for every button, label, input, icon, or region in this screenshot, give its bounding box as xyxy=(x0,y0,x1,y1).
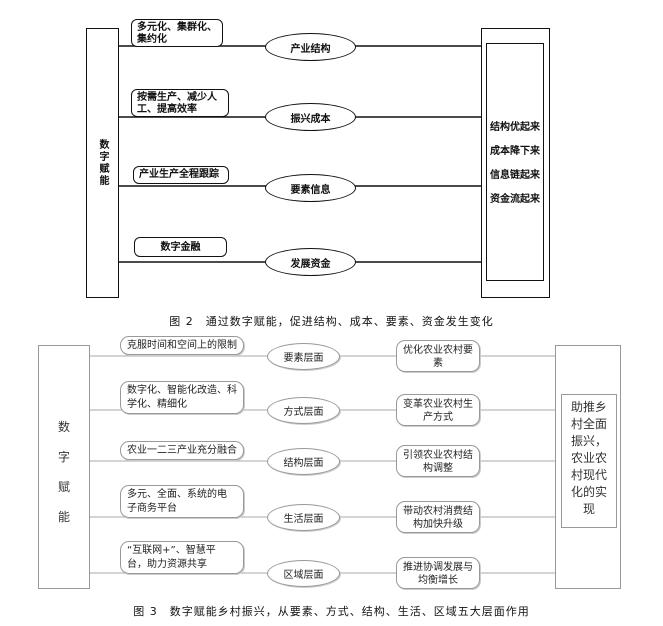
fig3-box-1: 克服时间和空间上的限制 xyxy=(120,336,244,355)
fig2-box-2: 按需生产、减少人 工、提高效率 xyxy=(131,89,229,117)
fig3-result-1: 优化农业农村要 素 xyxy=(396,340,480,372)
fig3-result-5: 推进协调发展与 均衡增长 xyxy=(396,557,480,589)
fig2-left-label: 数字赋能 xyxy=(97,139,108,187)
fig3-right-inner: 助推乡 村全面 振兴， 农业农 村现代 化的实 现 xyxy=(561,394,617,528)
fig2-right-item-2: 成本降下来 xyxy=(490,146,540,157)
fig2-left-bar: 数字赋能 xyxy=(86,28,119,298)
fig2-right-item-3: 信息链起来 xyxy=(490,170,540,181)
fig3-left-char-2: 字 xyxy=(57,450,70,464)
fig3-box-3: 农业一二三产业充分融合 xyxy=(120,441,244,460)
fig3-result-4: 带动农村消费结 构加快升级 xyxy=(396,501,480,533)
fig2-box-4: 数字金融 xyxy=(134,237,227,257)
fig2-right-bar: 结构优起来 成本降下来 信息链起来 资金流起来 xyxy=(481,28,550,298)
fig3-box-4: 多元、全面、系统的电 子商务平台 xyxy=(120,485,244,518)
fig2-oval-3: 要素信息 xyxy=(265,174,356,202)
fig2-right-item-4: 资金流起来 xyxy=(490,194,540,205)
fig2-box-1: 多元化、集群化、 集约化 xyxy=(131,19,223,47)
fig3-left-bar: 数 字 赋 能 xyxy=(38,345,90,589)
fig2-box-3: 产业生产全程跟踪 xyxy=(133,166,229,184)
fig3-oval-4: 生活层面 xyxy=(267,504,340,531)
fig2-right-inner: 结构优起来 成本降下来 信息链起来 资金流起来 xyxy=(486,43,544,281)
fig3-box-2: 数字化、智能化改造、科 学化、精细化 xyxy=(120,381,244,414)
fig3-result-3: 引领农业农村结 构调整 xyxy=(396,445,480,477)
fig3-result-2: 变革农业农村生 产方式 xyxy=(396,394,480,426)
fig3-caption: 图 3 数字赋能乡村振兴，从要素、方式、结构、生活、区域五大层面作用 xyxy=(133,605,530,618)
fig3-left-char-4: 能 xyxy=(57,510,70,524)
fig2-caption: 图 2 通过数字赋能，促进结构、成本、要素、资金发生变化 xyxy=(169,315,494,328)
fig2-oval-2: 振兴成本 xyxy=(265,103,356,131)
fig3-oval-2: 方式层面 xyxy=(267,397,340,424)
fig2-oval-4: 发展资金 xyxy=(265,248,356,276)
fig3-oval-5: 区域层面 xyxy=(267,560,340,587)
fig3-left-char-1: 数 xyxy=(57,420,70,434)
fig3-right-bar: 助推乡 村全面 振兴， 农业农 村现代 化的实 现 xyxy=(555,345,621,589)
fig3-box-5: “互联网+”、智慧平 台，助力资源共享 xyxy=(120,541,244,574)
fig3-oval-3: 结构层面 xyxy=(267,448,340,475)
fig2-right-item-1: 结构优起来 xyxy=(490,122,540,133)
fig3-oval-1: 要素层面 xyxy=(267,343,340,370)
fig2-oval-1: 产业结构 xyxy=(265,33,356,61)
fig3-left-char-3: 赋 xyxy=(57,480,70,494)
